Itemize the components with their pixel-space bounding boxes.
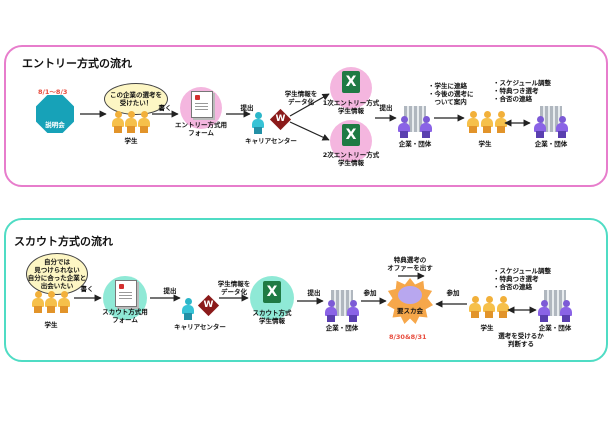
scout-info-label: スカウト方式 学生情報 xyxy=(252,309,292,325)
scout-offer-label: 特典選考の オファーを出す xyxy=(387,256,433,272)
company-staff-icon xyxy=(420,116,432,138)
excel-icon: X xyxy=(342,124,360,146)
scout-submit-step: 提出 xyxy=(163,287,177,295)
entry-thought-bubble: この企業の選考を 受けたい！ xyxy=(104,83,168,115)
scout-submit2-step: 提出 xyxy=(307,289,321,297)
entry-student-icon xyxy=(112,111,124,133)
scout-date: 8/30&8/31 xyxy=(389,333,427,341)
entry-student2-icon xyxy=(481,111,493,133)
entry-student-label: 学生 xyxy=(124,137,138,145)
entry-notes-contact: ・学生に連絡 ・今後の選考に ついて案内 xyxy=(428,82,474,106)
entry-student-icon xyxy=(125,111,137,133)
entry-company2-label: 企業・団体 xyxy=(534,140,568,148)
entry-arrow-career-to-first xyxy=(289,93,330,117)
entry-submit-step: 提出 xyxy=(240,104,254,112)
scout-company2-label: 企業・団体 xyxy=(538,324,572,332)
entry-date: 8/1～8/3 xyxy=(38,88,68,96)
scout-decide-label: 選考を受けるか 判断する xyxy=(498,332,544,348)
entry-flow-title: エントリー方式の流れ xyxy=(22,57,132,70)
entry-second-info-label: 2次エントリー方式 学生情報 xyxy=(322,151,380,167)
scout-student2-icon xyxy=(483,296,495,318)
scout-join-step: 参加 xyxy=(363,289,377,297)
entry-student-icon xyxy=(138,111,150,133)
entry-form-document-icon xyxy=(191,91,213,118)
scout-form-document-icon xyxy=(115,280,137,307)
scout-career-center-label: キャリアセンター xyxy=(174,323,226,331)
company-staff-icon xyxy=(325,300,337,322)
entry-student2-icon xyxy=(467,111,479,133)
entry-student2-label: 学生 xyxy=(478,140,492,148)
entry-write-step: 書く xyxy=(158,104,172,112)
career-center-staff-icon xyxy=(252,112,264,134)
scout-student-icon xyxy=(58,291,70,313)
scout-data-step: 学生情報を データ化 xyxy=(217,280,251,296)
excel-icon: X xyxy=(342,71,360,93)
entry-briefing-icon xyxy=(36,95,74,133)
entry-submit2-step: 提出 xyxy=(379,104,393,112)
career-center-staff-icon xyxy=(182,298,194,320)
scout-flow-title: スカウト方式の流れ xyxy=(14,235,113,248)
entry-data-step: 学生情報を データ化 xyxy=(284,90,318,106)
scout-student2-icon xyxy=(469,296,481,318)
scout-join2-step: 参加 xyxy=(446,289,460,297)
scout-company-label: 企業・団体 xyxy=(325,324,359,332)
company-staff-icon xyxy=(347,300,359,322)
scout-write-step: 書く xyxy=(80,285,94,293)
entry-event-label: 説明会 xyxy=(45,121,65,129)
entry-notes-schedule: ・スケジュール調整 ・特典つき選考 ・合否の連絡 xyxy=(493,79,552,103)
entry-student2-icon xyxy=(495,111,507,133)
entry-first-info-label: 1次エントリー方式 学生情報 xyxy=(322,99,380,115)
entry-career-center-label: キャリアセンター xyxy=(245,137,297,145)
entry-company-label: 企業・団体 xyxy=(398,140,432,148)
company-staff-icon xyxy=(538,300,550,322)
scout-student-icon xyxy=(32,291,44,313)
company-staff-icon xyxy=(560,300,572,322)
scout-form-label: スカウト方式用 フォーム xyxy=(102,308,148,324)
company-staff-icon xyxy=(398,116,410,138)
scout-notes-schedule: ・スケジュール調整 ・特典つき選考 ・合否の連絡 xyxy=(493,267,552,291)
company-staff-icon xyxy=(556,116,568,138)
scout-student-label: 学生 xyxy=(44,321,58,329)
scout-event-label: 要スカ会 xyxy=(397,307,423,315)
scout-student-icon xyxy=(45,291,57,313)
scout-student2-icon xyxy=(497,296,509,318)
entry-arrow-career-to-second xyxy=(289,121,330,141)
excel-icon: X xyxy=(263,281,281,303)
entry-form-label: エントリー方式用 フォーム xyxy=(175,121,227,137)
scout-thought-bubble: 自分では 見つけられない 自分に合った企業と 出会いたい xyxy=(26,253,88,295)
company-staff-icon xyxy=(534,116,546,138)
scout-event-people-icon xyxy=(398,286,422,304)
scout-student2-label: 学生 xyxy=(480,324,494,332)
